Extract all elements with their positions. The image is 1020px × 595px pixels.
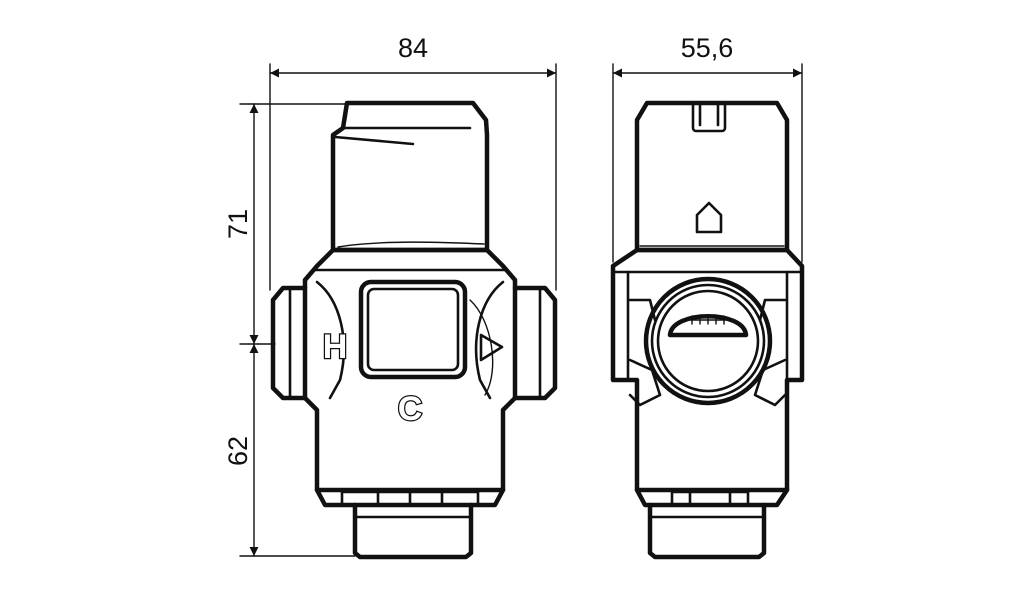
dimension-label-55-6: 55,6: [681, 33, 734, 63]
dimension-label-84: 84: [398, 33, 428, 63]
valve-front-view: H C: [270, 100, 558, 560]
cold-port-marker: C: [398, 390, 423, 428]
dimension-width-front: 84: [269, 33, 557, 291]
dimension-height: 71 62: [223, 103, 356, 557]
dimension-width-side: 55,6: [612, 33, 803, 263]
hot-port-marker: H: [323, 328, 348, 366]
house-icon: [695, 201, 723, 234]
dimension-label-62: 62: [223, 436, 253, 466]
valve-side-view: [610, 100, 805, 560]
dimension-label-71: 71: [223, 209, 253, 239]
flow-arrow-icon: [479, 333, 504, 362]
